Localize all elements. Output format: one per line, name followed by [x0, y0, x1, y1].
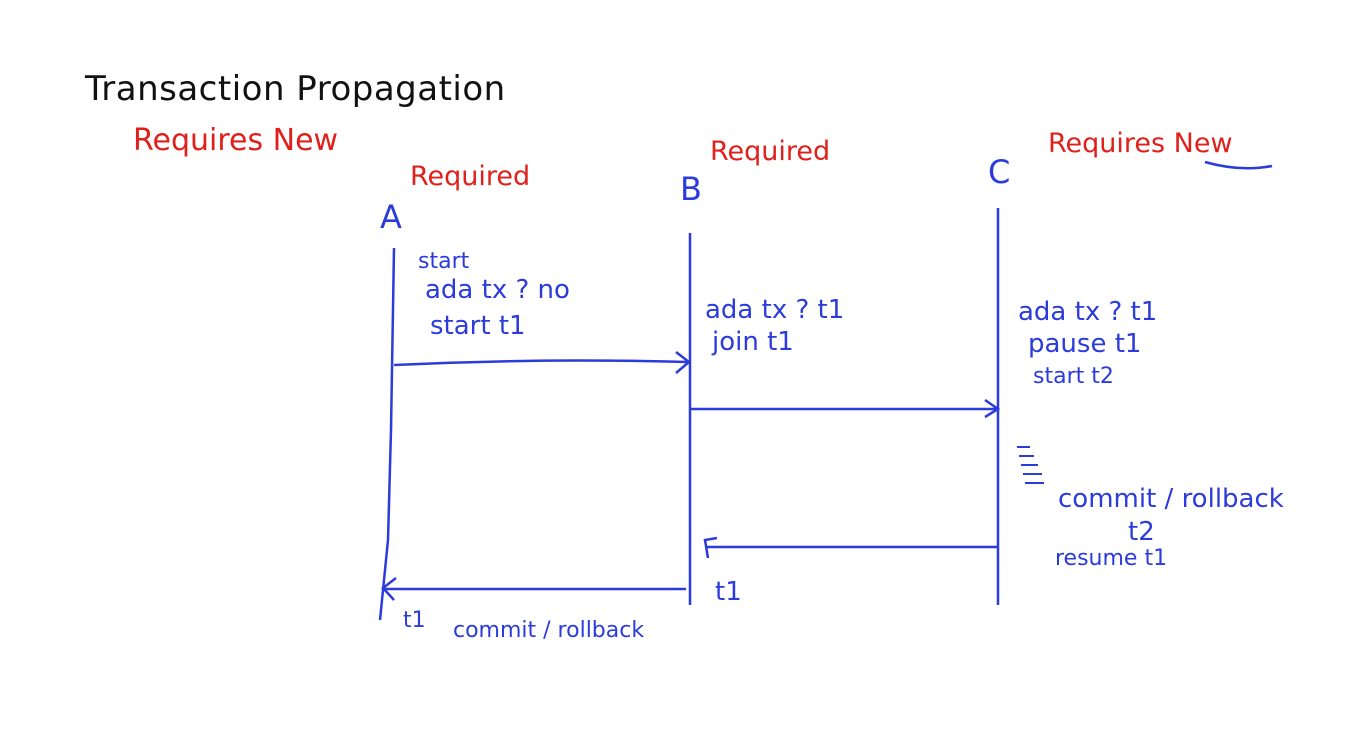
note-c-start: start t2	[1033, 364, 1114, 389]
arrowhead-a-to-b	[675, 351, 691, 374]
lifeline-a	[378, 247, 396, 621]
arrowhead-c-to-b	[703, 536, 718, 559]
note-c-t2: t2	[1128, 517, 1155, 547]
lifeline-label-b: B	[680, 170, 702, 208]
diagram-title: Transaction Propagation	[84, 69, 506, 109]
note-a-commit: commit / rollback	[453, 618, 644, 643]
message-a-to-b	[393, 359, 689, 367]
arrowhead-b-to-a	[381, 577, 397, 601]
diagram-subtitle: Requires New	[133, 123, 338, 158]
underline-new	[1204, 160, 1273, 170]
note-c-pause: pause t1	[1028, 329, 1141, 359]
note-b-return: t1	[715, 577, 742, 607]
processing-marks	[1017, 446, 1044, 484]
propagation-label-b: Required	[710, 136, 830, 167]
note-c-check: ada tx ? t1	[1018, 297, 1157, 327]
lifeline-label-c: C	[988, 153, 1010, 191]
note-a-start-t1: start t1	[430, 311, 526, 341]
note-a-check: ada tx ? no	[425, 275, 570, 305]
note-c-resume: resume t1	[1055, 546, 1167, 571]
note-b-join: join t1	[711, 327, 794, 357]
note-a-return-t: t1	[403, 608, 426, 633]
note-a-start: start	[418, 249, 470, 274]
note-b-check: ada tx ? t1	[705, 295, 844, 325]
arrowhead-b-to-c	[984, 398, 1001, 419]
propagation-label-c: Requires New	[1048, 128, 1233, 159]
propagation-label-a: Required	[410, 161, 530, 192]
note-c-commit: commit / rollback	[1058, 484, 1284, 514]
lifeline-label-a: A	[380, 198, 402, 236]
